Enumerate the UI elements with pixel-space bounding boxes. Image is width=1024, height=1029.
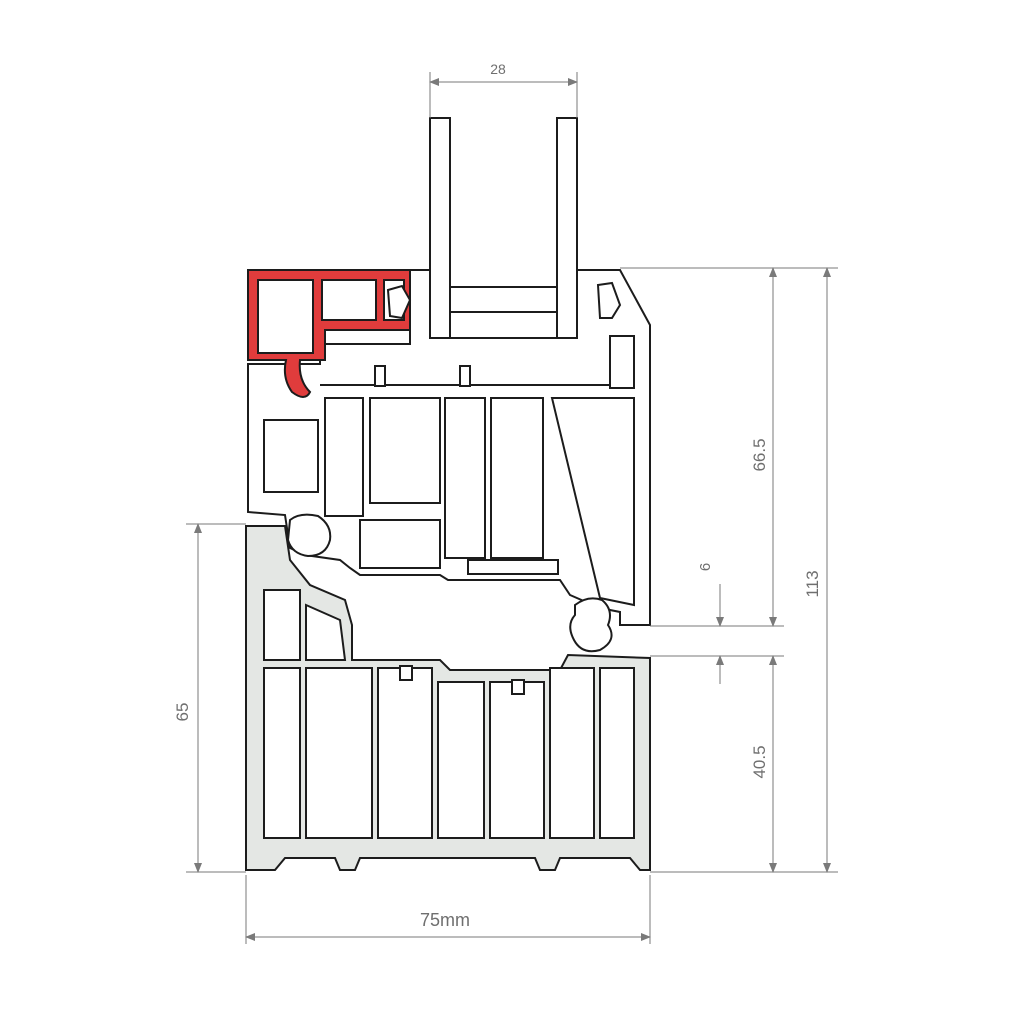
dimension-sash-height: 66.5 <box>620 267 838 627</box>
frame-chamber <box>377 667 433 839</box>
sash-chamber <box>467 559 559 575</box>
dimension-frame-width: 75mm <box>245 875 651 944</box>
glazing-unit <box>429 117 578 339</box>
glazing-gasket-left <box>386 284 412 320</box>
sash-groove <box>374 365 386 387</box>
dimension-label-gap: 6 <box>697 563 714 571</box>
dimension-label-total-height: 113 <box>803 570 822 597</box>
dimension-glazing-width: 28 <box>429 61 578 118</box>
frame-chamber <box>263 589 301 661</box>
spacer-bar <box>449 286 558 313</box>
sash-profile <box>247 269 651 626</box>
dimension-label-glazing-width: 28 <box>490 61 506 77</box>
sash-chamber <box>369 397 441 504</box>
dimension-label-sash-height: 66.5 <box>750 438 769 471</box>
glass-pane-right <box>556 117 578 339</box>
dimension-annotations: 28 75mm 65 66.5 6 <box>173 61 838 944</box>
frame-chamber <box>263 667 301 839</box>
dimension-total-height: 113 <box>803 267 831 873</box>
dimension-frame-height: 65 <box>173 523 246 873</box>
glass-pane-left <box>429 117 451 339</box>
frame-groove <box>399 665 413 681</box>
frame-groove <box>511 679 525 695</box>
glazing-gasket-right <box>596 281 622 319</box>
frame-profile <box>245 525 651 871</box>
sash-chamber <box>359 519 441 569</box>
frame-chamber <box>305 603 347 661</box>
dimension-label-frame-width: 75mm <box>420 910 470 930</box>
frame-chamber <box>549 667 595 839</box>
steel-reinforcement <box>247 269 412 398</box>
dimension-label-frame-height: 65 <box>173 703 192 722</box>
frame-chamber <box>489 681 545 839</box>
frame-chamber <box>437 681 485 839</box>
reinforcement-chamber <box>321 279 377 321</box>
frame-chamber <box>305 667 373 839</box>
sash-chamber <box>263 419 319 493</box>
sash-chamber <box>609 335 635 389</box>
dimension-label-frame-visible-height: 40.5 <box>750 745 769 778</box>
sash-chamber <box>444 397 486 559</box>
sash-chamber <box>550 397 635 607</box>
sash-seal <box>286 513 332 558</box>
sash-chamber <box>490 397 544 559</box>
frame-chamber <box>599 667 635 839</box>
sash-groove <box>459 365 471 387</box>
dimension-frame-visible-height: 40.5 <box>650 655 838 873</box>
frame-center-seal <box>569 597 613 653</box>
sash-chamber <box>324 397 364 517</box>
reinforcement-chamber <box>257 279 314 354</box>
dimension-gap: 6 <box>650 563 784 684</box>
